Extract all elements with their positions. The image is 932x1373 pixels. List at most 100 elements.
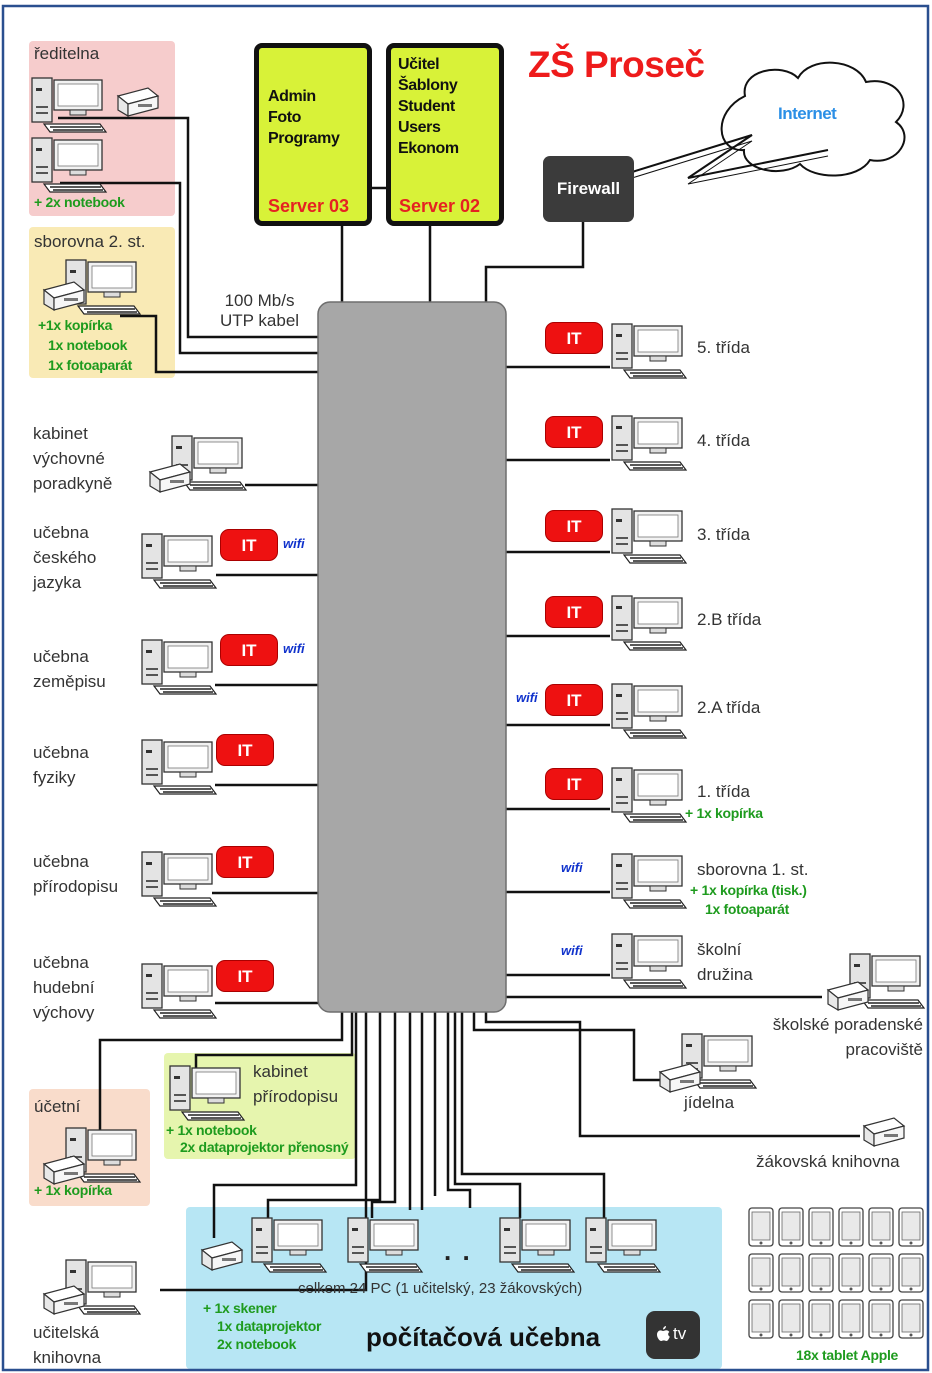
room-sborovna-1-extra-1: + 1x kopírka (tisk.) [690,882,807,898]
room-skolske-poradenske-pracoviste: školské poradenské pracoviště [753,1012,923,1062]
room-label-line: výchovné [33,449,105,468]
room-kabinet-vychovne-poradkyne: kabinet výchovné poradkyně [33,421,112,496]
desktop-pc-icon [611,508,688,564]
ucetni-extra: + 1x kopírka [34,1182,112,1198]
room-sborovna-1-extra-2: 1x fotoaparát [705,901,790,917]
desktop-pc-icon [611,595,688,651]
room-label-line: učebna [33,852,89,871]
network-switch [317,301,507,1013]
kabinet-prirodopisu-extra-2: 2x dataprojektor přenosný [180,1139,349,1155]
server-role: Users [398,119,441,136]
printer-icon [658,1063,702,1094]
room-label-line: kabinet [253,1062,308,1081]
desktop-pc-icon [849,953,926,1009]
lab-more-dots: . . [444,1236,472,1266]
cables [58,116,860,1292]
room-label-line: knihovna [33,1348,102,1367]
it-badge: IT [216,846,274,878]
it-badge: IT [220,634,278,666]
it-badge: IT [545,768,603,800]
server-02-box [386,43,504,226]
desktop-pc-icon [611,853,688,909]
tablet-icon [868,1207,894,1247]
room-label-line: družina [697,965,753,984]
server-02-roles: Učitel Šablony Student Users Ekonom [398,54,459,159]
room-label-line: českého [33,548,97,567]
desktop-pc-icon [141,639,218,695]
room-label-line: učebna [33,953,89,972]
printer-icon [42,1285,86,1316]
desktop-pc-icon [141,739,218,795]
room-label-line: jazyka [33,573,82,592]
server-03-name: Server 03 [268,196,350,216]
lab-extra-2: 1x dataprojektor [217,1318,322,1334]
room-label-line: poradkyně [33,474,113,493]
wifi-label: wifi [283,641,305,656]
room-ucebna-fyziky: učebna fyziky [33,740,89,790]
tablet-icon [808,1207,834,1247]
desktop-pc-icon [611,683,688,739]
it-badge: IT [545,416,603,448]
internet-link-shadow [631,140,829,185]
room-1-trida: 1. třída [697,782,750,801]
room-ucebna-hudebni-vychovy: učebna hudební výchovy [33,950,94,1025]
tablet-icon [838,1253,864,1293]
room-label-line: učebna [33,523,89,542]
diagram-frame [1,4,930,1372]
room-2a-trida: 2.A třída [697,698,761,717]
reditelna-extra: + 2x notebook [34,194,125,210]
lab-pc-icon [347,1217,424,1273]
tablet-icon [778,1299,804,1339]
it-badge: IT [545,596,603,628]
internet-link [631,134,829,179]
room-jidelna: jídelna [684,1093,735,1112]
room-2b-trida: 2.B třída [697,610,762,629]
server-02-name: Server 02 [399,196,481,216]
tablet-icon [748,1207,774,1247]
room-label-line: učebna [33,743,89,762]
server-03-box [254,43,372,226]
desktop-pc-icon [31,137,108,193]
wifi-label: wifi [283,536,305,551]
apple-tv-label: tv [673,1324,687,1343]
server-role: Foto [268,109,302,126]
room-skolni-druzina: školní družina [697,937,753,987]
tablet-icon [838,1207,864,1247]
room-label-line: pracoviště [845,1040,923,1059]
server-role: Šablony [398,77,458,94]
desktop-pc-icon [611,933,688,989]
apple-tv-box: tv [646,1311,700,1359]
server-role: Učitel [398,56,440,73]
desktop-pc-icon [141,533,218,589]
kabinet-prirodopisu-extra-1: + 1x notebook [166,1122,257,1138]
room-zakovska-knihovna: žákovská knihovna [756,1152,900,1171]
cable-label: 100 Mb/s UTP kabel [220,291,299,331]
tablet-icon [808,1299,834,1339]
room-label-line: zeměpisu [33,672,106,691]
it-badge: IT [545,684,603,716]
internet-cloud [720,61,906,177]
desktop-pc-icon [611,767,688,823]
room-label-line: přírodopisu [33,877,119,896]
lab-pc-icon [585,1217,662,1273]
firewall-box: Firewall [543,156,634,222]
desktop-pc-icon [611,415,688,471]
wifi-label: wifi [561,860,583,875]
reditelna-title: ředitelna [34,44,100,63]
room-4-trida: 4. třída [697,431,750,450]
desktop-pc-icon [169,1065,246,1121]
lab-pc-icon [499,1217,576,1273]
desktop-pc-icon [141,963,218,1019]
lab-title: počítačová učebna [366,1322,601,1352]
room-label-line: školní [697,940,742,959]
wifi-label: wifi [516,690,538,705]
room-label-line: kabinet [33,424,88,443]
sborovna-2-title: sborovna 2. st. [34,232,146,251]
room-ucitelska-knihovna: učitelská knihovna [33,1320,101,1370]
printer-icon [42,281,86,312]
desktop-pc-icon [65,259,142,315]
desktop-pc-icon [611,323,688,379]
room-label-line: hudební [33,978,95,997]
page-title: ZŠ Proseč [528,44,705,85]
